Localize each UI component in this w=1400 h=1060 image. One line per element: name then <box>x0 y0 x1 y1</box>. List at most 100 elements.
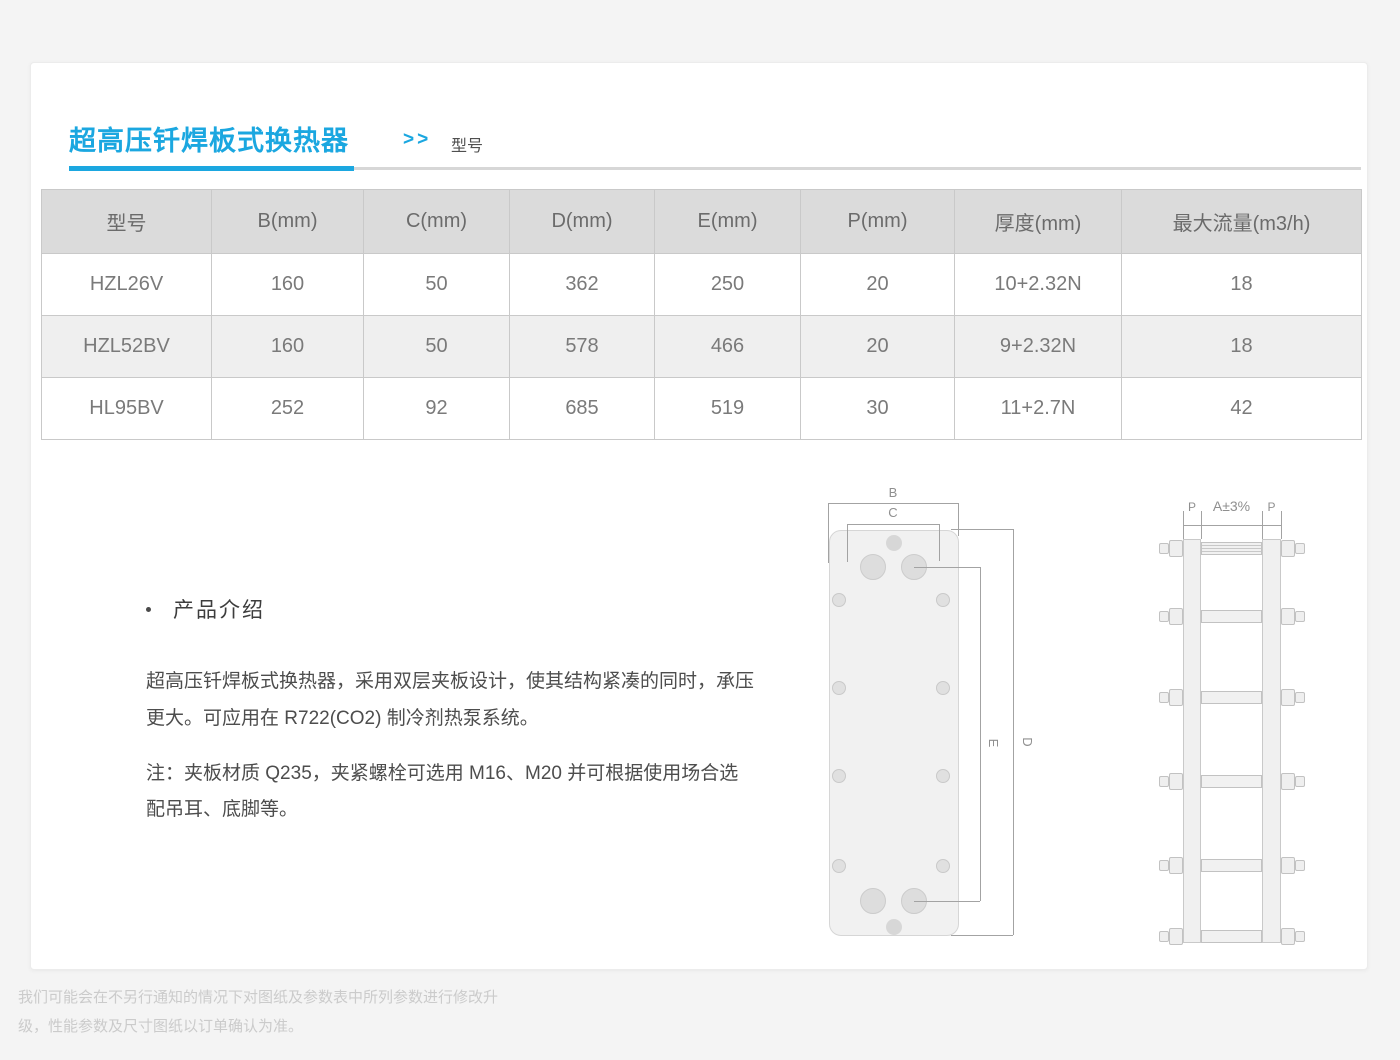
col-header-e: E(mm) <box>654 189 801 254</box>
cell-model: HZL52BV <box>41 315 212 378</box>
col-header-thickness: 厚度(mm) <box>954 189 1122 254</box>
bullet-icon <box>146 606 151 612</box>
bolt-nut <box>1169 928 1183 945</box>
dim-c-line <box>847 524 939 525</box>
spec-table-header-row: 型号 B(mm) C(mm) D(mm) E(mm) P(mm) 厚度(mm) … <box>41 189 1362 254</box>
cell-thickness: 10+2.32N <box>954 253 1122 316</box>
spec-table: 型号 B(mm) C(mm) D(mm) E(mm) P(mm) 厚度(mm) … <box>41 189 1362 440</box>
bolt-end <box>1295 776 1305 787</box>
bolt-nut <box>1169 857 1183 874</box>
cell-e: 250 <box>654 253 801 316</box>
dim-d-label: D <box>1020 737 1035 747</box>
col-header-model: 型号 <box>41 189 212 254</box>
cell-maxflow: 42 <box>1121 377 1362 440</box>
col-header-b: B(mm) <box>211 189 364 254</box>
dim-tick <box>1201 511 1202 539</box>
dim-e-line-bottom <box>914 901 980 902</box>
bolt-hole <box>936 681 950 695</box>
bolt-end <box>1159 860 1169 871</box>
dim-d-line-vertical <box>1013 529 1014 935</box>
bolt-shaft <box>1201 542 1262 555</box>
top-center-hole <box>886 535 902 551</box>
bolt-hole <box>832 859 846 873</box>
dim-b-line <box>828 503 958 504</box>
bolt-end <box>1159 776 1169 787</box>
intro-heading-row: 产品介绍 <box>146 594 265 624</box>
cell-b: 160 <box>211 315 364 378</box>
cell-d: 362 <box>509 253 655 316</box>
intro-paragraph: 超高压钎焊板式换热器，采用双层夹板设计，使其结构紧凑的同时，承压更大。可应用在 … <box>146 671 755 729</box>
cell-model: HZL26V <box>41 253 212 316</box>
clamp-plate-left <box>1183 539 1201 943</box>
dim-e-line-top <box>914 567 980 568</box>
bolt-nut <box>1281 540 1295 557</box>
port-top-left <box>860 554 886 580</box>
front-view-diagram: B C E D <box>821 485 1056 966</box>
bolt-shaft <box>1201 775 1262 788</box>
bolt-end <box>1159 692 1169 703</box>
cell-b: 160 <box>211 253 364 316</box>
cell-thickness: 9+2.32N <box>954 315 1122 378</box>
table-row: HL95BV 252 92 685 519 30 11+2.7N 42 <box>41 377 1362 440</box>
bolt-nut <box>1281 689 1295 706</box>
bolt-hole <box>832 593 846 607</box>
col-header-d: D(mm) <box>509 189 655 254</box>
bolt-row <box>1159 608 1305 625</box>
bolt-end <box>1295 611 1305 622</box>
bolt-nut <box>1169 608 1183 625</box>
col-header-p: P(mm) <box>800 189 955 254</box>
dim-e-label: E <box>986 738 1001 748</box>
bolt-nut <box>1281 608 1295 625</box>
bolt-end <box>1295 860 1305 871</box>
col-header-maxflow: 最大流量(m3/h) <box>1121 189 1362 254</box>
dim-tick <box>1281 511 1282 539</box>
bolt-row <box>1159 773 1305 790</box>
bottom-center-hole <box>886 919 902 935</box>
cell-thickness: 11+2.7N <box>954 377 1122 440</box>
bolt-nut <box>1281 773 1295 790</box>
intro-note: 注：夹板材质 Q235，夹紧螺栓可选用 M16、M20 并可根据使用场合选配吊耳… <box>146 763 739 820</box>
dim-b-tick-right <box>958 503 959 536</box>
bolt-row <box>1159 540 1305 557</box>
cell-e: 466 <box>654 315 801 378</box>
clamp-plate-right <box>1262 539 1281 943</box>
bolt-shaft <box>1201 610 1262 623</box>
dim-d-line-top <box>951 529 1013 530</box>
bolt-nut <box>1281 857 1295 874</box>
cell-c: 50 <box>363 315 510 378</box>
bolt-row <box>1159 857 1305 874</box>
bolt-hole <box>936 859 950 873</box>
dim-top-line <box>1183 525 1281 526</box>
bolt-hole <box>832 681 846 695</box>
dim-b-label: B <box>888 485 898 500</box>
footer-disclaimer: 我们可能会在不另行通知的情况下对图纸及参数表中所列参数进行修改升级，性能参数及尺… <box>18 989 499 1035</box>
dim-c-tick-right <box>939 524 940 561</box>
cell-model: HL95BV <box>41 377 212 440</box>
dim-e-line-vertical <box>980 567 981 901</box>
cell-c: 50 <box>363 253 510 316</box>
bolt-shaft <box>1201 691 1262 704</box>
content-card: 超高压钎焊板式换热器 >> 型号 型号 B(mm) C(mm) D(mm) E(… <box>30 62 1368 970</box>
bolt-nut <box>1281 928 1295 945</box>
cell-d: 578 <box>509 315 655 378</box>
cell-c: 92 <box>363 377 510 440</box>
cell-maxflow: 18 <box>1121 253 1362 316</box>
page-title: 超高压钎焊板式换热器 <box>69 126 349 156</box>
bolt-hole <box>936 769 950 783</box>
dim-d-line-bottom <box>951 935 1013 936</box>
cell-e: 519 <box>654 377 801 440</box>
bolt-end <box>1295 543 1305 554</box>
dim-tick <box>1183 511 1184 539</box>
bolt-end <box>1159 931 1169 942</box>
bolt-nut <box>1169 689 1183 706</box>
cell-p: 20 <box>800 315 955 378</box>
title-arrows-icon: >> <box>403 129 432 150</box>
dim-c-label: C <box>888 505 898 520</box>
bolt-end <box>1159 543 1169 554</box>
title-underline-divider <box>354 167 1361 170</box>
dim-c-tick-left <box>847 524 848 562</box>
intro-heading: 产品介绍 <box>173 599 265 622</box>
bolt-hole <box>832 769 846 783</box>
cell-maxflow: 18 <box>1121 315 1362 378</box>
bolt-shaft <box>1201 930 1262 943</box>
